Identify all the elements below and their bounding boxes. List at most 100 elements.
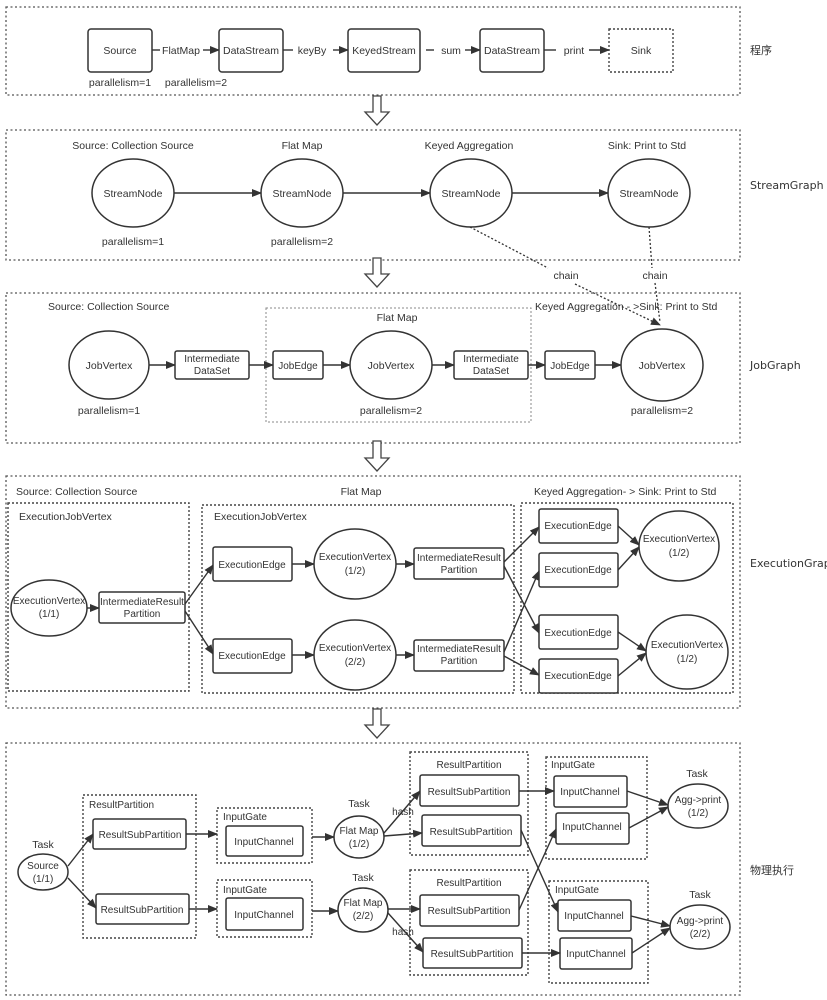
dataset-label: DataSet — [473, 366, 509, 377]
irp-label: IntermediateResult — [100, 597, 184, 608]
input-channel[interactable] — [557, 899, 632, 932]
chain-label: chain — [553, 270, 578, 282]
input-channel-label: InputChannel — [234, 910, 294, 921]
input-channel-label: InputChannel — [562, 822, 622, 833]
streamnode-label: StreamNode — [620, 188, 679, 200]
section-label-streamgraph: StreamGraph — [750, 179, 824, 192]
hash-label: hash — [392, 807, 414, 818]
program-node-keyedstream[interactable] — [347, 28, 421, 73]
rsp-label: ResultSubPartition — [430, 827, 513, 838]
task-flatmap-label: Flat Map — [340, 826, 379, 837]
task-label: Task — [689, 889, 711, 901]
rsp-label: ResultSubPartition — [428, 906, 511, 917]
jobedge-label: JobEdge — [278, 361, 318, 372]
parallelism-label: parallelism=2 — [360, 405, 422, 417]
executionvertex[interactable] — [313, 528, 397, 600]
parallelism-label: parallelism=1 — [102, 236, 164, 248]
irp-label: Partition — [441, 656, 478, 667]
streamnode-label: StreamNode — [104, 188, 163, 200]
jobvertex-title: Flat Map — [377, 312, 418, 324]
physical-frame — [5, 742, 741, 996]
program-node-sink-label: Sink — [631, 45, 652, 57]
streamnode-title: Source: Collection Source — [72, 140, 194, 152]
jobvertex-title: Source: Collection Source — [48, 301, 170, 313]
result-partition-label: ResultPartition — [436, 760, 501, 771]
rsp-label: ResultSubPartition — [101, 905, 184, 916]
executionvertex-index: (1/2) — [677, 654, 698, 665]
executionvertex-index: (1/2) — [669, 548, 690, 559]
edge-label-print: print — [564, 45, 585, 57]
input-gate-frame — [548, 880, 649, 984]
jobvertex[interactable] — [620, 328, 704, 402]
ejv-label: ExecutionJobVertex — [19, 511, 113, 523]
result-partition-label: ResultPartition — [89, 800, 154, 811]
executionvertex-label: ExecutionVertex — [651, 640, 723, 651]
result-partition-frame — [82, 794, 197, 939]
task-agg-label: Agg->print — [677, 916, 724, 927]
program-node-sink[interactable] — [608, 28, 674, 73]
program-frame — [5, 6, 741, 96]
task-source-index: (1/1) — [33, 874, 54, 885]
executionedge-label: ExecutionEdge — [544, 565, 612, 576]
input-channel[interactable] — [225, 897, 304, 931]
executionvertex[interactable] — [645, 614, 729, 690]
task-label: Task — [32, 839, 54, 851]
jobvertex-title: Keyed Aggregation - >Sink: Print to Std — [535, 301, 718, 313]
jobedge-label: JobEdge — [550, 361, 590, 372]
edge-label-keyby: keyBy — [298, 45, 327, 57]
executionedge-label: ExecutionEdge — [544, 628, 612, 639]
streamnode-label: StreamNode — [442, 188, 501, 200]
program-section: Source FlatMap DataStream keyBy KeyedStr… — [5, 6, 772, 96]
task-agg[interactable] — [669, 904, 731, 950]
physical-section: Task Source (1/1) ResultPartition Result… — [5, 742, 794, 996]
down-arrow-icon — [363, 440, 391, 472]
executiongraph-frame — [5, 475, 741, 709]
streamnode-title: Sink: Print to Std — [608, 140, 686, 152]
task-flatmap[interactable] — [333, 815, 385, 859]
executiongraph-section: Source: Collection Source Flat Map Keyed… — [5, 475, 827, 709]
task-flatmap-index: (2/2) — [353, 911, 374, 922]
program-node-datastream-2-label: DataStream — [484, 45, 540, 57]
program-node-source-label: Source — [103, 45, 136, 57]
edge-label-sum: sum — [441, 45, 461, 57]
rsp-label: ResultSubPartition — [99, 830, 182, 841]
executionvertex[interactable] — [313, 619, 397, 691]
task-label: Task — [348, 798, 370, 810]
executionvertex[interactable] — [638, 510, 720, 582]
task-agg-label: Agg->print — [675, 795, 722, 806]
task-agg[interactable] — [667, 783, 729, 829]
intermediate-result-partition[interactable] — [413, 547, 505, 580]
intermediate-result-partition[interactable] — [413, 639, 505, 672]
input-channel-label: InputChannel — [564, 911, 624, 922]
irp-label: IntermediateResult — [417, 553, 501, 564]
down-arrow-icon — [363, 95, 391, 126]
dataset-label: Intermediate — [463, 354, 519, 365]
streamnode-title: Flat Map — [282, 140, 323, 152]
input-channel-label: InputChannel — [560, 787, 620, 798]
jobgraph-section: Source: Collection Source Flat Map Keyed… — [5, 292, 801, 444]
task-source-label: Source — [27, 861, 59, 872]
irp-label: Partition — [441, 565, 478, 576]
executionvertex-label: ExecutionVertex — [643, 534, 715, 545]
task-source[interactable] — [17, 853, 69, 891]
down-arrow-icon — [363, 257, 391, 288]
ejv-title: Keyed Aggregation- > Sink: Print to Std — [534, 486, 717, 498]
down-arrow-icon — [363, 708, 391, 739]
task-flatmap[interactable] — [337, 887, 389, 933]
parallelism-label: parallelism=2 — [631, 405, 693, 417]
executionvertex-index: (1/2) — [345, 566, 366, 577]
streamnode-label: StreamNode — [273, 188, 332, 200]
intermediate-result-partition[interactable] — [98, 591, 186, 624]
executionedge[interactable] — [212, 638, 293, 674]
section-label-executiongraph: ExecutionGraph — [750, 557, 827, 570]
input-channel[interactable] — [225, 825, 304, 857]
ejv-label: ExecutionJobVertex — [214, 511, 308, 523]
edge-label-flatmap: FlatMap — [162, 45, 200, 57]
parallelism-label: parallelism=2 — [165, 77, 227, 89]
task-label: Task — [686, 768, 708, 780]
ejv-frame-flatmap — [201, 504, 515, 694]
executionvertex-index: (1/1) — [39, 609, 60, 620]
parallelism-label: parallelism=1 — [78, 405, 140, 417]
executionvertex[interactable] — [10, 579, 88, 637]
